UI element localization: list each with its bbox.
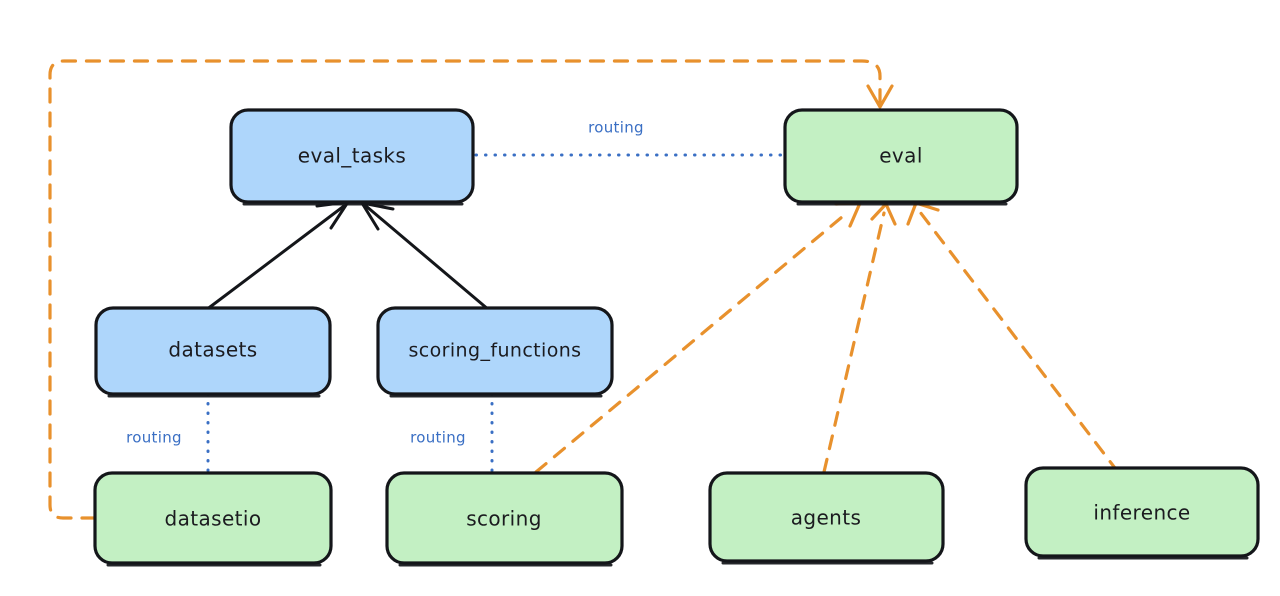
node-eval-shape[interactable] xyxy=(783,108,1019,204)
node-agents[interactable]: agents xyxy=(708,471,945,565)
edge-datasetio-to-eval xyxy=(48,59,894,520)
node-group: eval_tasks eval datasets scoring_functio… xyxy=(93,108,1260,567)
edge-inference-to-eval xyxy=(906,201,1120,474)
edge-scoringfunctions-to-evaltasks xyxy=(360,201,491,312)
edge-evaltasks-to-eval: routing xyxy=(474,119,787,157)
node-scoring-shape[interactable] xyxy=(385,471,624,565)
node-eval[interactable]: eval xyxy=(783,108,1019,206)
edge-group: routing routing routing xyxy=(48,59,1120,520)
edge-label-routing-scoring: routing xyxy=(410,429,466,447)
node-inference-label: inference xyxy=(1093,501,1190,525)
node-eval-label: eval xyxy=(879,144,923,168)
node-datasets-label: datasets xyxy=(168,338,257,362)
node-scoring-functions-shape[interactable] xyxy=(376,306,614,396)
edge-datasets-to-datasetio: routing xyxy=(126,392,210,475)
node-datasetio[interactable]: datasetio xyxy=(93,471,333,567)
node-scoring[interactable]: scoring xyxy=(385,471,624,567)
edge-datasets-to-evaltasks xyxy=(204,200,350,312)
node-agents-label: agents xyxy=(791,506,862,530)
edge-scoringfunctions-to-scoring: routing xyxy=(410,392,494,475)
node-eval-tasks-shape[interactable] xyxy=(229,108,475,204)
node-datasetio-shape[interactable] xyxy=(93,471,333,565)
node-eval-tasks-label: eval_tasks xyxy=(298,144,406,168)
edge-label-routing-datasetio: routing xyxy=(126,429,182,447)
node-scoring-functions[interactable]: scoring_functions xyxy=(376,306,614,398)
node-datasets[interactable]: datasets xyxy=(94,306,332,398)
node-inference[interactable]: inference xyxy=(1024,466,1260,560)
node-agents-shape[interactable] xyxy=(708,471,945,563)
node-datasetio-label: datasetio xyxy=(164,507,261,531)
node-datasets-shape[interactable] xyxy=(94,306,332,396)
edge-label-routing-eval: routing xyxy=(588,119,644,137)
node-inference-shape[interactable] xyxy=(1024,466,1260,558)
node-scoring-functions-label: scoring_functions xyxy=(409,340,582,362)
node-eval-tasks[interactable]: eval_tasks xyxy=(229,108,475,206)
edge-agents-to-eval xyxy=(822,202,897,474)
node-scoring-label: scoring xyxy=(466,507,542,531)
